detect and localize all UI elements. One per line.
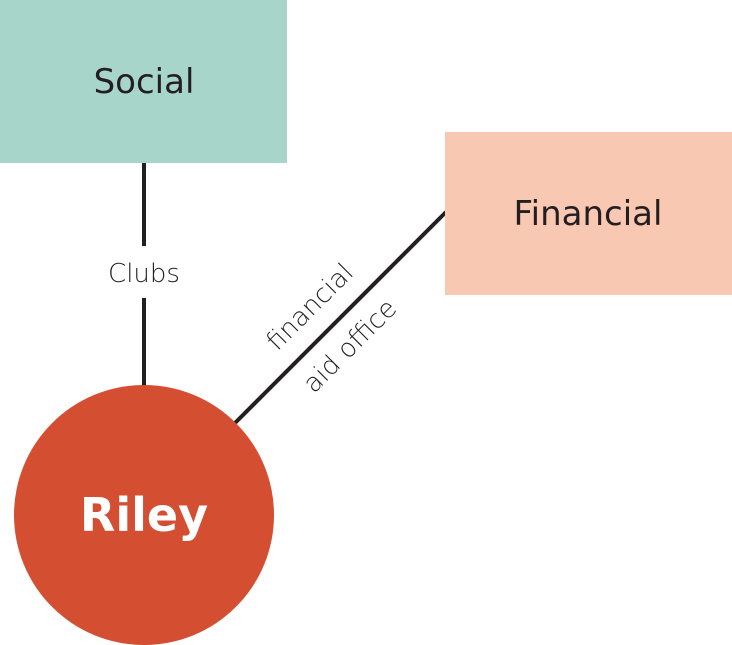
social-label: Social xyxy=(94,62,195,102)
riley-label: Riley xyxy=(80,488,208,542)
clubs-edge-label: Clubs xyxy=(108,259,180,289)
edge-financial xyxy=(230,210,448,428)
riley-node xyxy=(14,385,274,645)
financial-label: Financial xyxy=(514,194,663,234)
social-node xyxy=(0,0,287,163)
financial-node xyxy=(445,132,732,295)
